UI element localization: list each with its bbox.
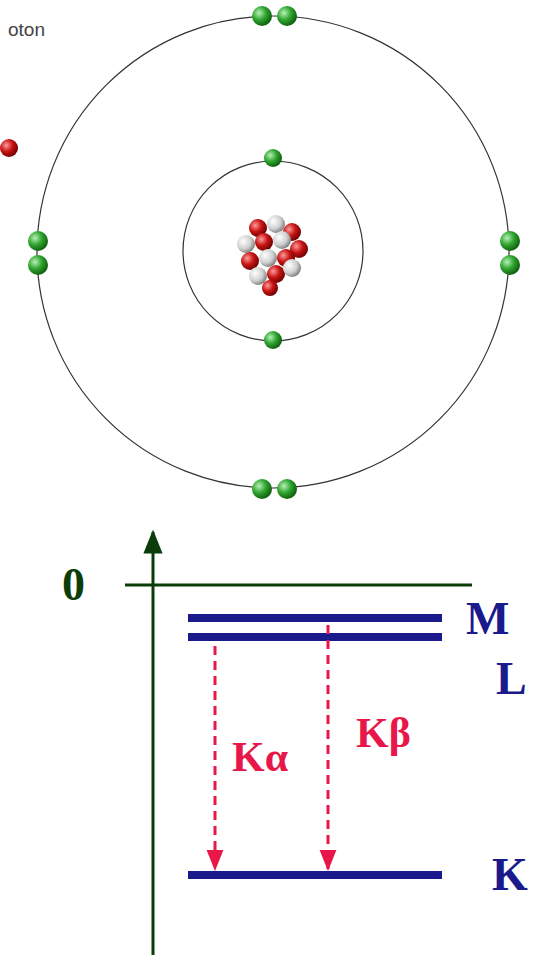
- transition-label: Kβ: [356, 712, 411, 754]
- shell-label: M: [466, 596, 509, 642]
- electrons: [28, 6, 520, 499]
- orbits: [37, 16, 509, 488]
- proton-sample: [0, 139, 18, 157]
- transition-label: Kα: [232, 736, 288, 778]
- particle-label: oton: [8, 20, 45, 39]
- nucleus: [237, 215, 308, 296]
- shell-label: L: [496, 656, 527, 702]
- energy-zero: 0: [62, 562, 85, 608]
- energy-axes: [125, 532, 472, 955]
- energy-levels: [188, 618, 442, 875]
- transitions: [215, 625, 328, 869]
- shell-label: K: [492, 852, 528, 898]
